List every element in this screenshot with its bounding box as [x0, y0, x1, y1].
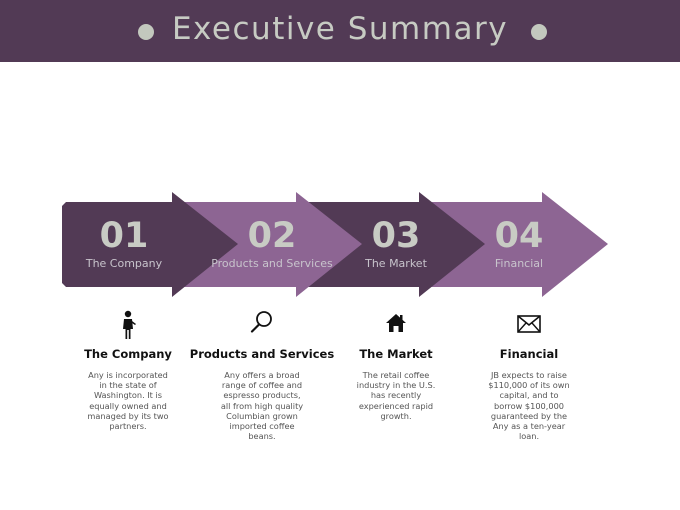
arrow-step-01 [62, 192, 238, 297]
card-description-market: The retail coffee industry in the U.S. h… [356, 370, 436, 421]
card-description-products: Any offers a broad range of coffee and e… [220, 370, 304, 442]
envelope-icon [517, 315, 541, 333]
card-title-company: The Company [84, 347, 172, 361]
arrow-step-02 [183, 192, 362, 297]
header-dot-right [531, 24, 547, 40]
card-title-market: The Market [359, 347, 433, 361]
step-label-01: The Company [85, 257, 163, 270]
step-number-02: 02 [247, 216, 297, 256]
person-icon [123, 310, 136, 339]
page-title: Executive Summary [171, 11, 509, 47]
step-label-03: The Market [365, 257, 427, 270]
card-title-products: Products and Services [189, 347, 335, 361]
card-description-financial: JB expects to raise $110,000 of its own … [488, 370, 570, 442]
card-title-financial: Financial [499, 347, 559, 361]
header-bar: Executive Summary [0, 0, 680, 62]
card-description-company: Any is incorporated in the state of Wash… [87, 370, 169, 432]
step-number-04: 04 [494, 216, 544, 256]
arrow-step-03 [306, 192, 485, 297]
magnifier-icon [250, 311, 272, 333]
step-label-02: Products and Services [211, 257, 333, 270]
house-icon [386, 314, 406, 332]
step-number-01: 01 [99, 216, 149, 256]
step-number-03: 03 [371, 216, 421, 256]
header-dot-left [138, 24, 154, 40]
arrow-step-04 [430, 192, 608, 297]
step-label-04: Financial [494, 257, 544, 270]
